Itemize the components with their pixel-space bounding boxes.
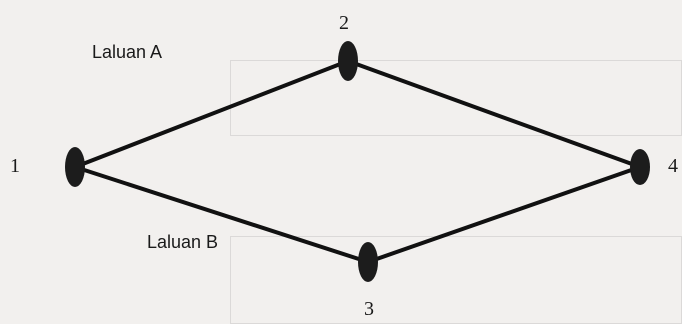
node-label-1: 1 bbox=[10, 155, 20, 177]
node-2 bbox=[338, 41, 358, 81]
node-4 bbox=[630, 149, 650, 185]
edge-1-2 bbox=[73, 59, 350, 169]
node-label-4: 4 bbox=[668, 155, 678, 177]
edge-1-3 bbox=[73, 165, 370, 264]
edges-layer bbox=[73, 59, 642, 264]
node-1 bbox=[65, 147, 85, 187]
nodes-layer bbox=[65, 41, 650, 282]
node-label-3: 3 bbox=[364, 298, 374, 320]
route-b-label: Laluan B bbox=[147, 232, 219, 252]
node-3 bbox=[358, 242, 378, 282]
node-label-2: 2 bbox=[339, 12, 349, 34]
edge-3-4 bbox=[366, 165, 642, 264]
route-a-label: Laluan A bbox=[92, 42, 163, 62]
edge-2-4 bbox=[346, 59, 642, 169]
